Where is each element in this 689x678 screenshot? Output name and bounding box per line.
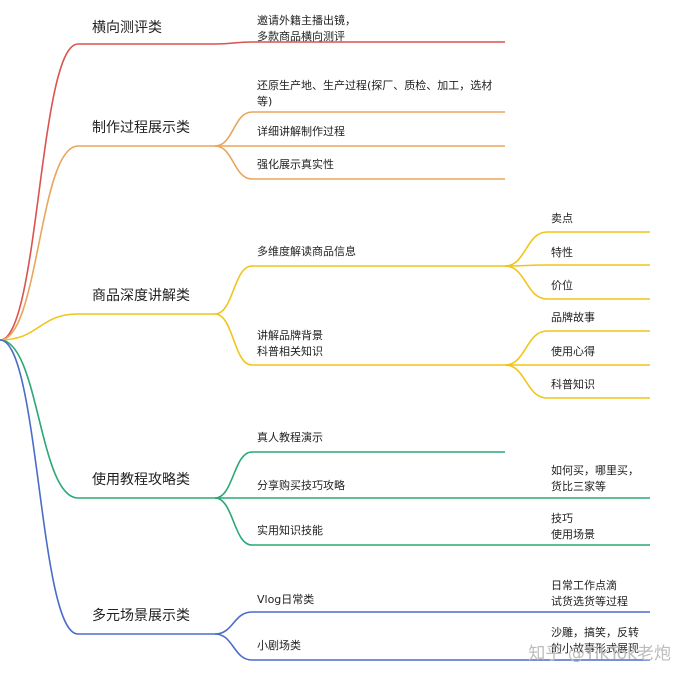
item-restore-production: 还原生产地、生产过程(探厂、质检、加工，选材 等) [257, 79, 493, 108]
connector-item-3-0 [214, 451, 505, 499]
connector-leaf-2-0-0 [504, 231, 650, 267]
item-live-tutorial: 真人教程演示 [257, 431, 323, 444]
leaf-features: 特性 [551, 246, 573, 259]
leaf-selling-points: 卖点 [551, 212, 573, 225]
connector-leaf-2-0-2 [504, 265, 650, 300]
connector-category-3 [0, 339, 215, 499]
connector-item-1-0 [214, 111, 505, 147]
leaf-daily-work: 日常工作点滴 试货选货等过程 [551, 579, 628, 608]
leaf-usage-experience: 使用心得 [551, 345, 595, 358]
category-label-in-depth-product: 商品深度讲解类 [92, 288, 190, 304]
connector-category-0 [0, 43, 215, 341]
connector-leaf-2-1-2 [504, 364, 650, 399]
connector-item-4-0 [214, 611, 505, 635]
connector-category-4 [0, 339, 215, 635]
category-label-horizontal-review: 横向测评类 [92, 20, 162, 36]
connector-leaf-2-1-0 [504, 330, 650, 366]
leaf-funny-story: 沙雕，搞笑，反转 的小故事形式展现 [551, 626, 639, 655]
leaf-how-where-buy: 如何买，哪里买， 货比三家等 [551, 464, 639, 493]
item-multi-dimension: 多维度解读商品信息 [257, 245, 356, 258]
item-foreign-host-review: 邀请外籍主播出镜， 多款商品横向测评 [257, 14, 356, 43]
leaf-tips-scenarios: 技巧 使用场景 [551, 512, 595, 541]
item-vlog: Vlog日常类 [257, 593, 315, 606]
leaf-price: 价位 [551, 279, 573, 292]
item-brand-background: 讲解品牌背景 科普相关知识 [257, 329, 323, 358]
connector-leaf-2-0-1 [504, 264, 650, 267]
connector-item-2-1 [214, 313, 505, 366]
connector-item-4-1 [214, 633, 505, 661]
connector-item-3-2 [214, 497, 505, 546]
leaf-science-knowledge: 科普知识 [551, 378, 595, 391]
leaf-brand-story: 品牌故事 [551, 311, 595, 324]
item-strengthen-authenticity: 强化展示真实性 [257, 158, 334, 171]
connector-item-1-2 [214, 145, 505, 180]
connector-category-1 [0, 145, 215, 341]
item-mini-theater: 小剧场类 [257, 639, 301, 652]
connector-item-0-0 [214, 41, 505, 45]
item-shopping-tips: 分享购买技巧攻略 [257, 479, 345, 492]
item-explain-process: 详细讲解制作过程 [257, 125, 345, 138]
connector-category-2 [0, 313, 215, 341]
connector-item-2-0 [214, 265, 505, 315]
item-practical-skills: 实用知识技能 [257, 524, 323, 537]
watermark: 知乎 @TikTok老炮 [528, 644, 671, 664]
category-label-usage-tutorial: 使用教程攻略类 [92, 472, 190, 488]
category-label-multi-scene: 多元场景展示类 [92, 608, 190, 624]
category-label-production-process: 制作过程展示类 [92, 120, 190, 136]
